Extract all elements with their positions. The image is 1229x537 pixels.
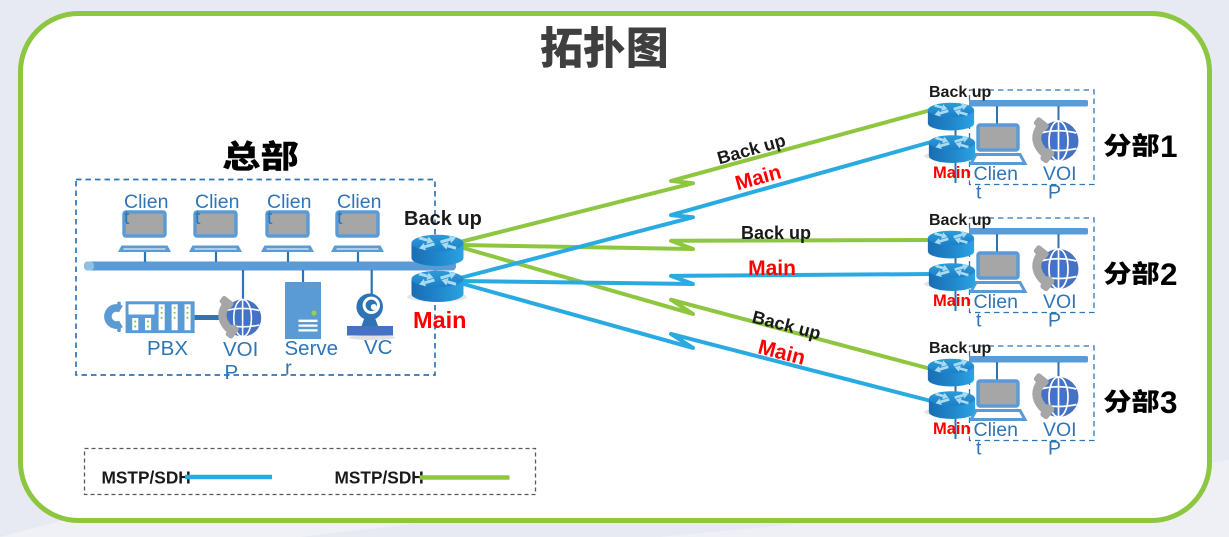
svg-text:Serve: Serve <box>285 337 339 360</box>
svg-text:Main: Main <box>748 257 796 280</box>
svg-text:3: 3 <box>1160 384 1178 420</box>
svg-text:VOI: VOI <box>223 338 258 361</box>
svg-text:1: 1 <box>1160 128 1178 164</box>
svg-text:r: r <box>285 357 292 380</box>
svg-text:2: 2 <box>1160 256 1178 292</box>
svg-text:VC: VC <box>364 336 393 359</box>
svg-text:P: P <box>225 361 239 384</box>
svg-text:Clien: Clien <box>337 191 381 213</box>
svg-text:Clien: Clien <box>267 191 311 213</box>
svg-text:Clien: Clien <box>124 191 168 213</box>
svg-text:t: t <box>195 207 201 229</box>
svg-text:Main: Main <box>413 307 467 333</box>
svg-text:t: t <box>124 207 130 229</box>
svg-text:MSTP/SDH: MSTP/SDH <box>335 468 424 488</box>
svg-text:MSTP/SDH: MSTP/SDH <box>102 468 191 488</box>
svg-text:t: t <box>267 207 273 229</box>
svg-text:t: t <box>337 207 343 229</box>
svg-text:Back up: Back up <box>404 208 482 230</box>
svg-text:PBX: PBX <box>147 337 188 360</box>
svg-text:Clien: Clien <box>195 191 239 213</box>
svg-text:Back up: Back up <box>741 223 811 243</box>
